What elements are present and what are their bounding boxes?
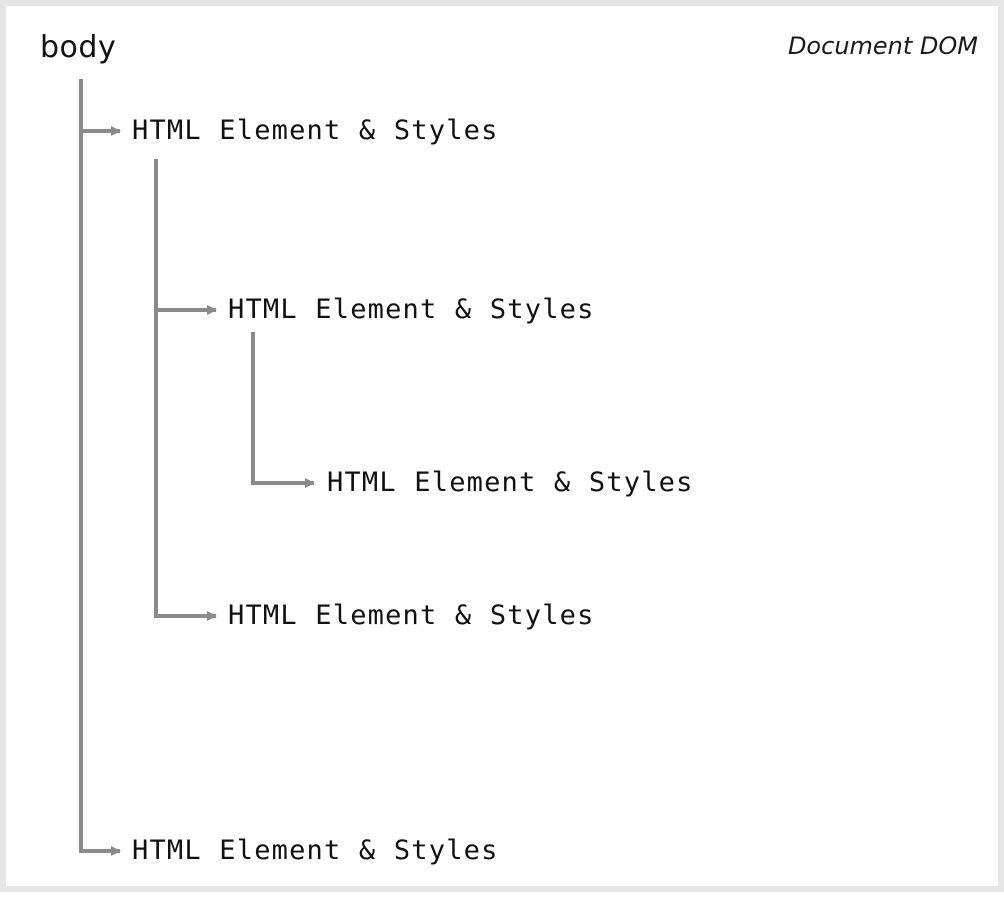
tree-node-level-1-second: HTML Element & Styles [132,835,499,866]
tree-connectors [79,79,315,856]
tree-node-level-3: HTML Element & Styles [327,467,694,498]
tree-node-level-2-second: HTML Element & Styles [228,600,595,631]
tree-node-level-1-first: HTML Element & Styles [132,115,499,146]
root-node-label: body [40,30,117,65]
tree-node-level-2-first: HTML Element & Styles [228,294,595,325]
diagram-caption: Document DOM [787,32,978,60]
